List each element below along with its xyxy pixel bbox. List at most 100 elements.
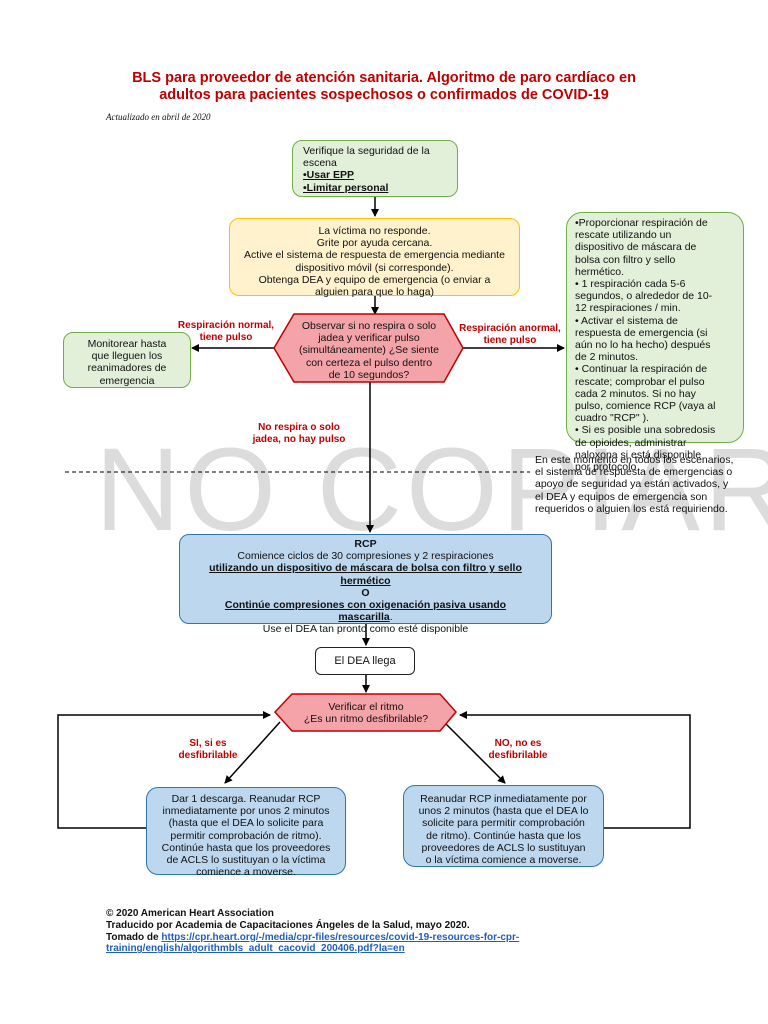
scene-safety-line-2: escena — [303, 157, 337, 170]
monitor-box: Monitorear hasta que lleguen los reanima… — [63, 332, 191, 388]
no-response-line-6: alguien para que lo haga) — [314, 286, 435, 299]
no-response-line-2: Grite por ayuda cercana. — [316, 237, 433, 250]
title-line-2: adultos para pacientes sospechosos o con… — [159, 87, 609, 103]
footer-source-link[interactable]: https://cpr.heart.org/-/media/cpr-files/… — [161, 931, 520, 943]
no-response-line-4: dispositivo móvil (si corresponde). — [295, 261, 454, 274]
label-no-breathing: No respira o solo jadea, no hay pulso — [236, 422, 362, 446]
label-normal-breathing: Respiración normal, tiene pulso — [168, 320, 284, 344]
aed-arrives-box: El DEA llega — [315, 647, 415, 675]
rescue-breathing-line-2: rescate utilizando un — [575, 229, 672, 242]
rescue-breathing-line-14: rescate; comprobar el pulso — [575, 375, 705, 388]
monitor-line-4: emergencia — [99, 374, 155, 387]
title-line-1: BLS para proveedor de atención sanitaria… — [132, 70, 636, 86]
monitor-line-1: Monitorear hasta — [87, 338, 167, 350]
no-response-line-5: Obtenga DEA y equipo de emergencia (o en… — [258, 273, 491, 286]
label-abnormal-breathing-line-2: tiene pulso — [483, 335, 537, 346]
activation-note-line-3: apoyo de seguridad ya están activados, y — [535, 478, 729, 491]
rescue-breathing-line-6: • 1 respiración cada 5-6 — [575, 278, 686, 291]
shockable-line-6: de ACLS lo sustituyan o la víctima — [166, 854, 326, 867]
footer-copyright: © 2020 American Heart Association — [106, 908, 274, 919]
shockable-line-2: inmediatamente por unos 2 minutos — [162, 805, 330, 818]
shockable-box: Dar 1 descarga. Reanudar RCP inmediatame… — [146, 787, 346, 879]
rescue-breathing-line-1: •Proporcionar respiración de — [575, 217, 708, 229]
no-response-line-3: Active el sistema de respuesta de emerge… — [244, 249, 505, 262]
no-response-box: La víctima no responde. Grite por ayuda … — [229, 218, 520, 299]
check-breathing-text: Observar si no respira o solo jadea y ve… — [290, 320, 448, 381]
rcp-line-5: Continúe compresiones con oxigenación pa… — [224, 599, 507, 612]
monitor-line-3: reanimadores de — [87, 362, 167, 375]
rcp-line-6-suffix: . — [389, 611, 393, 624]
activation-note-line-1: En este momento en todos los escenarios, — [535, 454, 734, 466]
rescue-breathing-line-17: cuadro "RCP" ). — [575, 412, 649, 425]
not-shockable-box: Reanudar RCP inmediatamente por unos 2 m… — [403, 785, 604, 867]
not-shockable-line-4: de ritmo). Continúe hasta que los — [426, 829, 581, 842]
shockable-line-3: (hasta que el DEA lo solicite para — [168, 817, 324, 830]
hexagon-check-breathing — [273, 313, 464, 383]
arrow-rhythm-to-not-shockable — [443, 721, 506, 784]
footer-source-link-cont[interactable]: training/english/algorithmbls_adult_caco… — [106, 943, 405, 955]
rcp-line-3: hermético — [340, 574, 391, 587]
label-no-shockable-line-2: desfibrilable — [488, 750, 548, 761]
rescue-breathing-line-16: pulso, comience RCP (vaya al — [575, 400, 716, 413]
rescue-breathing-line-3: dispositivo de máscara de — [575, 241, 697, 254]
rcp-line-7: Use el DEA tan pronto como esté disponib… — [262, 623, 469, 636]
not-shockable-line-2: unos 2 minutos (hasta que el DEA lo — [418, 805, 589, 818]
rescue-breathing-line-11: aún no lo ha hecho) después — [575, 339, 711, 352]
rescue-breathing-line-4: bolsa con filtro y sello — [575, 253, 676, 266]
rescue-breathing-line-20: naloxona si está disponible — [575, 448, 702, 461]
label-yes-shockable: SI, si es desfibrilable — [160, 738, 256, 762]
activation-note-line-5: requeridos o alguien los está requiriend… — [535, 502, 728, 515]
rescue-breathing-line-15: cada 2 minutos. Si no hay — [575, 387, 696, 400]
not-shockable-line-1: Reanudar RCP inmediatamente por — [420, 793, 587, 805]
label-abnormal-breathing: Respiración anormal, tiene pulso — [452, 323, 568, 347]
hexagon-check-rhythm — [273, 693, 457, 732]
rcp-heading: RCP — [354, 538, 377, 550]
not-shockable-line-5: proveedores de ACLS lo sustituyan — [421, 841, 586, 854]
rcp-line-2: utilizando un dispositivo de máscara de … — [209, 562, 522, 575]
rcp-or: O — [361, 586, 370, 599]
check-breathing-line-1: Observar si no respira o solo — [301, 320, 437, 332]
label-no-shockable-line-1: NO, no es — [494, 738, 542, 749]
shockable-line-7: comience a moverse. — [196, 866, 296, 879]
shockable-line-4: permitir comprobación de ritmo). — [170, 829, 322, 842]
label-normal-breathing-line-2: tiene pulso — [199, 332, 253, 343]
check-breathing-line-2: jadea y verificar pulso — [318, 332, 420, 345]
rescue-breathing-line-7: segundos, o alrededor de 10- — [575, 290, 713, 303]
rescue-breathing-line-10: respuesta de emergencia (si — [575, 326, 708, 339]
check-rhythm-line-1: Verificar el ritmo — [328, 701, 404, 713]
updated-date: Actualizado en abril de 2020 — [106, 112, 211, 122]
label-normal-breathing-line-1: Respiración normal, — [177, 320, 275, 331]
footer: © 2020 American Heart Association Traduc… — [106, 908, 519, 955]
rescue-breathing-line-9: • Activar el sistema de — [575, 314, 678, 327]
label-no-breathing-line-1: No respira o solo — [258, 422, 340, 433]
scene-safety-box: Verifique la seguridad de la escena •Usa… — [292, 140, 458, 197]
rcp-line-6: mascarilla — [338, 611, 390, 624]
label-abnormal-breathing-line-1: Respiración anormal, — [459, 323, 561, 334]
rescue-breathing-line-19: de opioides, administrar — [575, 436, 687, 449]
scene-safety-item-limit: •Limitar personal — [303, 181, 389, 194]
shockable-line-1: Dar 1 descarga. Reanudar RCP — [171, 793, 321, 805]
rcp-line-1: Comience ciclos de 30 compresiones y 2 r… — [237, 550, 494, 563]
rescue-breathing-line-18: • Si es posible una sobredosis — [575, 424, 716, 437]
arrow-rhythm-to-shockable — [224, 721, 281, 784]
check-breathing-line-4: con certeza el pulso dentro — [305, 356, 433, 369]
not-shockable-line-3: solicite para permitir comprobación — [422, 817, 585, 830]
label-no-breathing-line-2: jadea, no hay pulso — [252, 434, 346, 445]
activation-note-line-4: el DEA y equipos de emergencia son — [535, 490, 708, 503]
rescue-breathing-line-12: de 2 minutos. — [575, 351, 639, 364]
footer-translated: Traducido por Academia de Capacitaciones… — [106, 919, 470, 931]
loop-not-shockable-back — [459, 711, 691, 829]
page-title: BLS para proveedor de atención sanitaria… — [70, 70, 698, 104]
footer-source-prefix: Tomado de — [106, 931, 162, 943]
loop-shockable-back — [57, 711, 271, 829]
label-yes-shockable-line-2: desfibrilable — [178, 750, 238, 761]
scene-safety-item-ppe: •Usar EPP — [303, 169, 354, 182]
check-breathing-line-3: (simultáneamente) ¿Se siente — [298, 344, 440, 357]
not-shockable-line-6: o la víctima comience a moverse. — [425, 854, 582, 867]
label-no-shockable: NO, no es desfibrilable — [470, 738, 566, 762]
check-rhythm-text: Verificar el ritmo ¿Es un ritmo desfibri… — [284, 701, 448, 725]
rescue-breathing-line-21: por protocolo — [575, 461, 637, 474]
activation-note-line-2: el sistema de respuesta de emergencias o — [535, 466, 733, 479]
